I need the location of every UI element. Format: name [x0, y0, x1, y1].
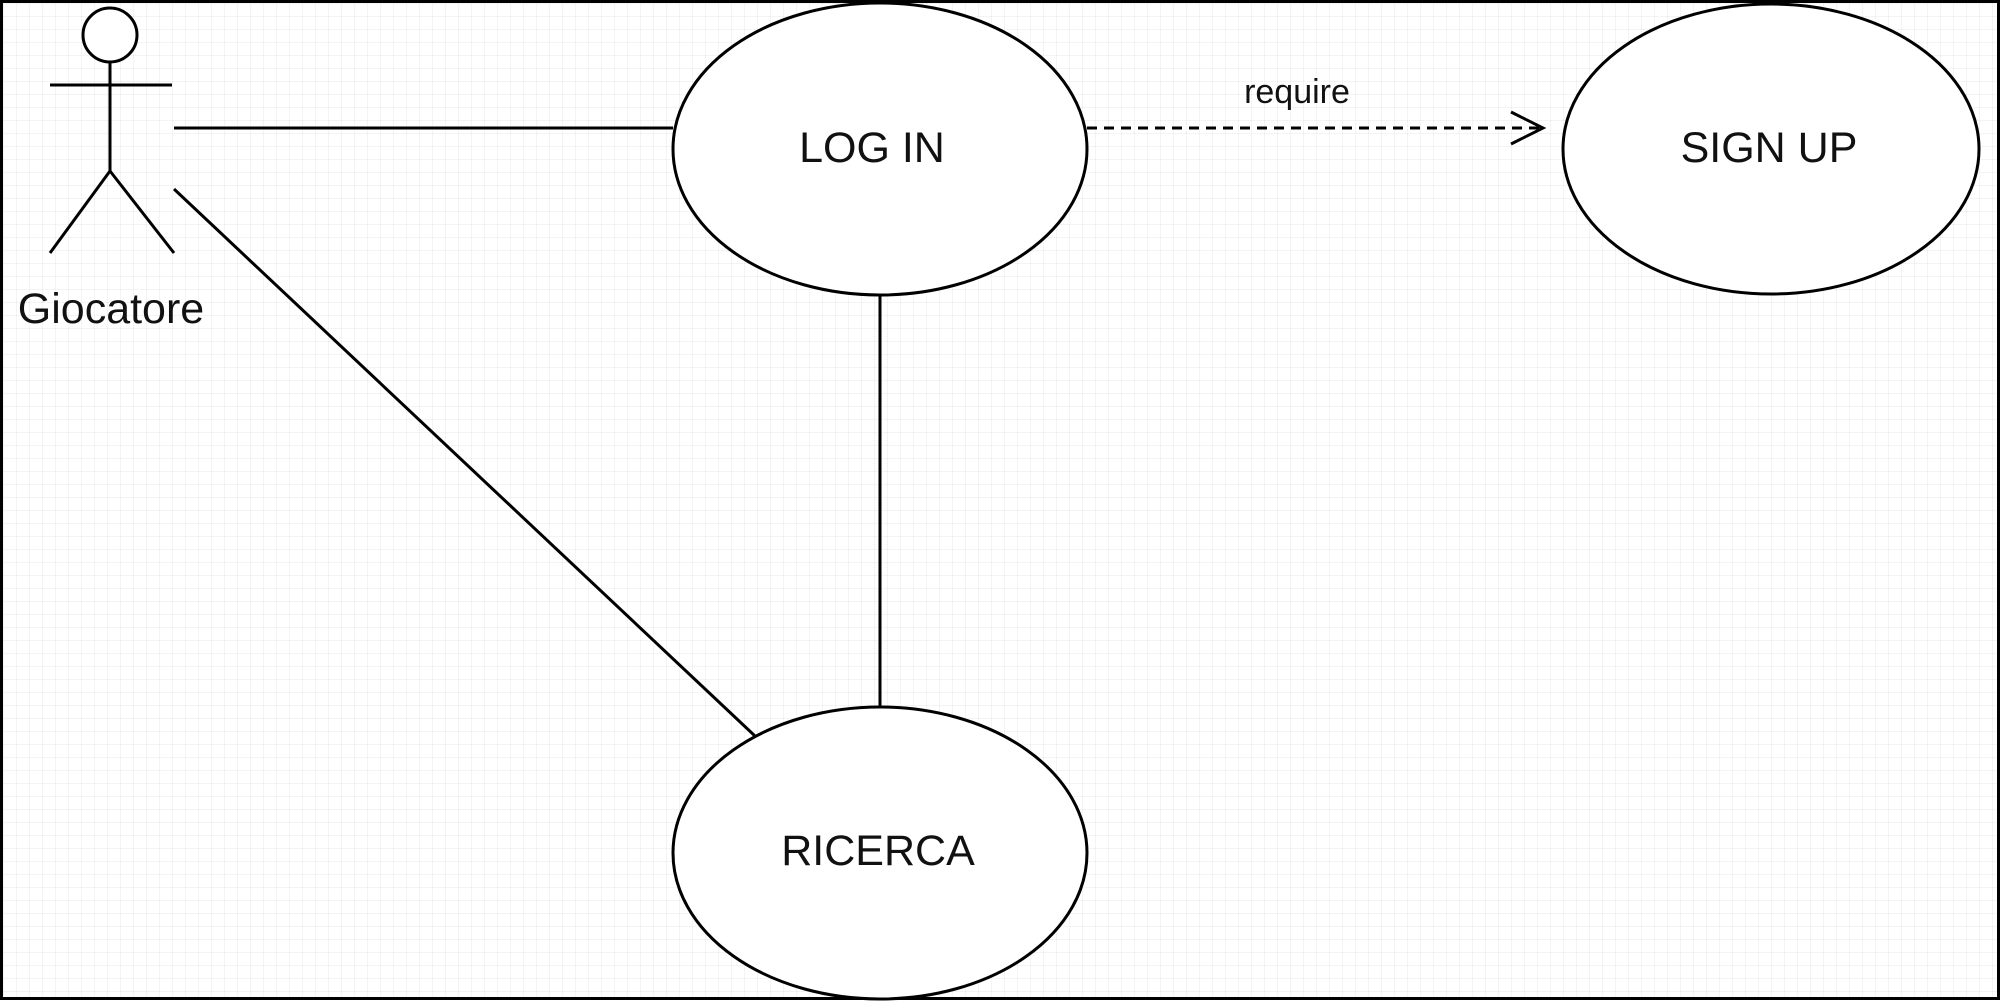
association-actor-ricerca	[172, 187, 757, 738]
actor-right-leg	[108, 170, 176, 254]
use-case-signup-ellipse	[1561, 3, 1981, 296]
use-case-login-ellipse	[671, 3, 1089, 297]
use-case-ricerca[interactable]: RICERCA	[671, 705, 1089, 1001]
use-case-diagram: Giocatore require LOG IN SIGN UP RICERCA	[18, 3, 1981, 1001]
use-case-login-label: LOG IN	[799, 124, 945, 172]
use-case-signup[interactable]: SIGN UP	[1561, 3, 1981, 296]
use-case-ricerca-ellipse	[671, 705, 1089, 1001]
use-case-login[interactable]: LOG IN	[671, 3, 1089, 297]
actor-left-leg	[48, 170, 112, 254]
actor-label: Giocatore	[18, 285, 204, 333]
actor-head	[81, 6, 139, 64]
actor-giocatore[interactable]: Giocatore	[18, 6, 204, 333]
use-case-signup-label: SIGN UP	[1681, 124, 1858, 172]
use-case-ricerca-label: RICERCA	[781, 827, 975, 875]
dependency-require-label: require	[1244, 73, 1350, 111]
